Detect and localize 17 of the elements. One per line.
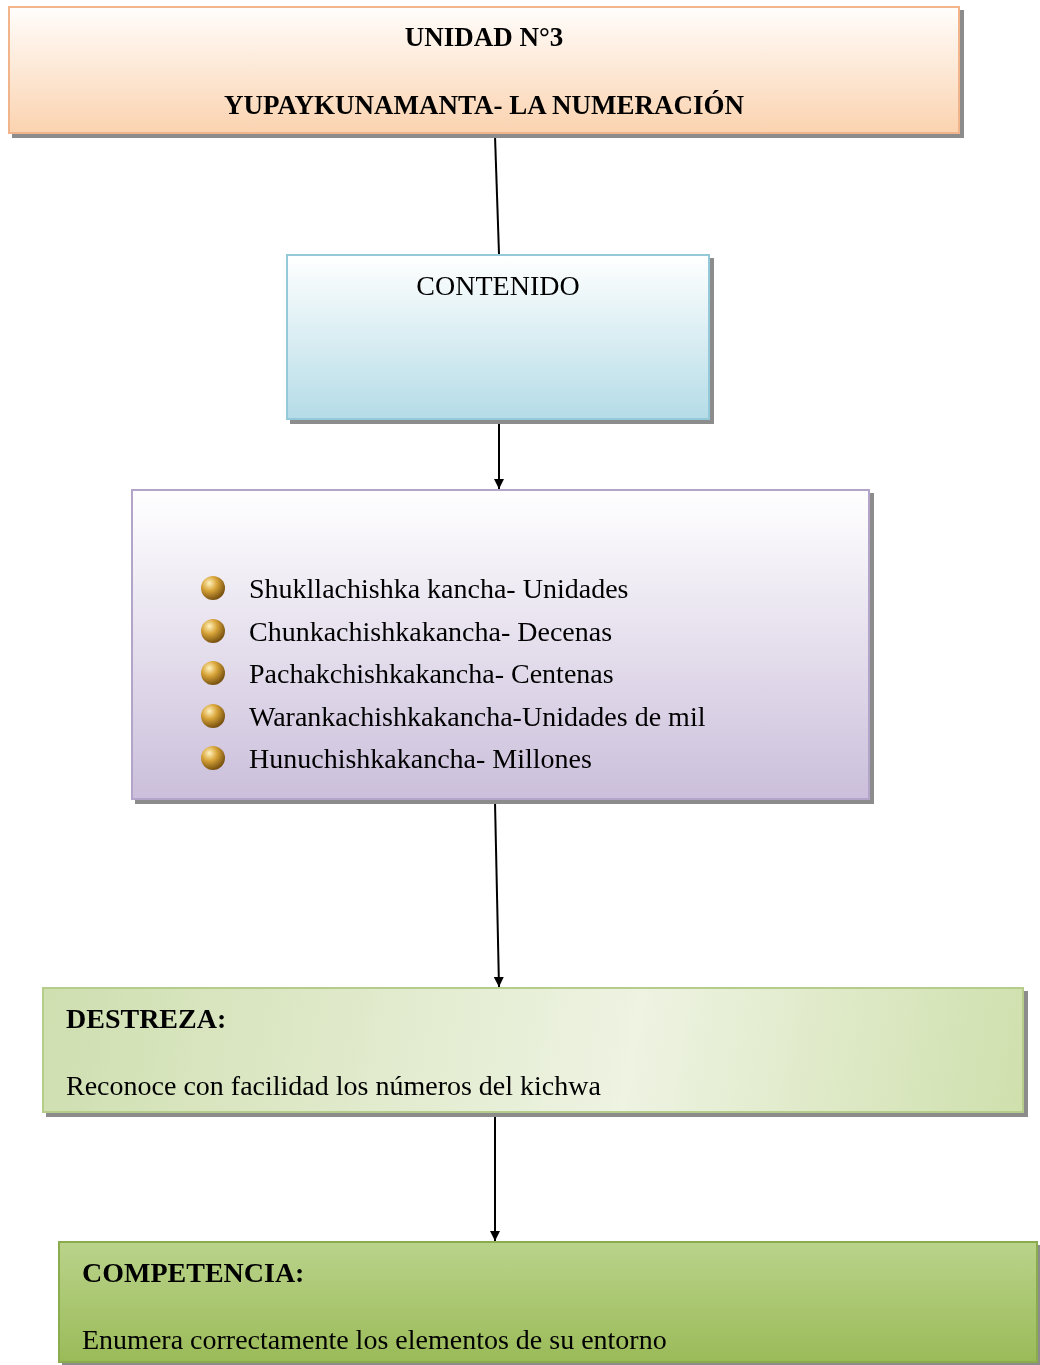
arrow [494, 421, 504, 490]
heading-text: UNIDAD N°3 [403, 22, 565, 53]
arrow [493, 801, 504, 988]
body-text: Reconoce con facilidad los números del kichwa [66, 1070, 601, 1102]
list-item-text: Shukllachishka kancha- Unidades [249, 573, 629, 605]
connector-line [494, 135, 500, 255]
list-item-text: Chunkachishkakancha- Decenas [249, 615, 613, 648]
list-item-text: Hunuchishkakancha- Millones [249, 743, 592, 775]
list-item-text: Pachakchishkakancha- Centenas [249, 658, 614, 690]
heading-text: COMPETENCIA: [82, 1257, 305, 1289]
body-text: Enumera correctamente los elementos de su entorno [82, 1324, 667, 1356]
heading-text: DESTREZA: [66, 1003, 227, 1035]
arrow [490, 1114, 500, 1242]
heading-text: YUPAYKUNAMANTA- LA NUMERACIÓN [223, 90, 745, 121]
list-item-text: Warankachishkakancha-Unidades de mil [249, 700, 706, 733]
competence-box [58, 1241, 1038, 1363]
body-text: CONTENIDO [415, 270, 581, 302]
